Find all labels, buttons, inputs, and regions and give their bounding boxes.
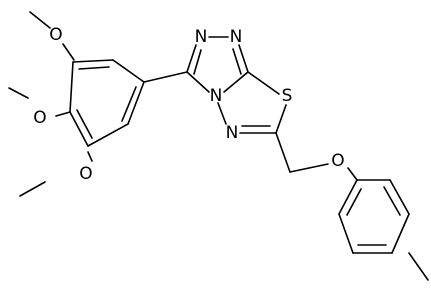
bond-phenyl-6 xyxy=(69,61,74,113)
bond-c3-n-left xyxy=(186,44,197,73)
bond-phenyl-2 xyxy=(112,59,145,83)
bond-c7a-n-bridge xyxy=(223,71,249,93)
bond-phenyl-5 xyxy=(69,111,89,147)
bond-phenyl-3-inner xyxy=(121,86,137,122)
atom-labels: O O O N N N N S O xyxy=(33,25,344,184)
bond-c7a-s xyxy=(247,71,280,95)
bond-o-top-ring xyxy=(62,43,75,61)
bond-phenyl-1 xyxy=(72,59,114,63)
bond-o-lower-ring xyxy=(87,151,93,162)
bond-c6-ch2 xyxy=(275,132,291,173)
atom-n-triazole-left: N xyxy=(195,27,208,47)
bond-c3-n-left-inner xyxy=(193,49,202,75)
bond-methyl-o-top xyxy=(29,11,51,29)
bond-tolyl-2 xyxy=(389,179,410,215)
atom-o-lower: O xyxy=(79,164,92,184)
bond-n-right-c7a xyxy=(238,44,249,73)
bond-phenyl-4 xyxy=(87,123,129,147)
bond-lines xyxy=(8,11,429,281)
bond-o-ether-tolyl xyxy=(347,167,358,181)
atom-o-ether: O xyxy=(331,151,344,171)
bond-phenyl-triazole xyxy=(143,71,188,83)
bond-methyl-o-middle xyxy=(8,87,29,99)
atom-s-thiadiazole: S xyxy=(282,86,293,106)
bond-tolyl-2-inner xyxy=(383,186,401,216)
atom-n-bridge: N xyxy=(210,86,223,106)
bond-phenyl-1-inner xyxy=(78,66,110,70)
bond-tolyl-3 xyxy=(391,213,410,254)
atom-n-thiadiazole: N xyxy=(226,123,239,143)
bond-phenyl-5-inner xyxy=(76,109,93,139)
atom-o-top: O xyxy=(49,25,62,45)
bond-n-thiadiazole-n-bridge xyxy=(217,102,227,125)
bond-phenyl-3 xyxy=(127,81,145,125)
bond-n-right-c7a-inner xyxy=(232,48,242,75)
bond-tolyl-6 xyxy=(338,179,358,215)
bond-methyl-o-lower xyxy=(19,181,46,197)
atom-o-middle: O xyxy=(33,108,46,128)
bond-tolyl-methyl xyxy=(408,252,429,281)
bond-tolyl-6-inner xyxy=(346,188,362,216)
bond-o-middle-ring xyxy=(55,111,71,117)
bond-tolyl-5 xyxy=(338,213,354,254)
bond-s-c6 xyxy=(275,104,287,134)
bond-ch2-o-ether xyxy=(289,163,329,173)
atom-n-triazole-right: N xyxy=(230,27,243,47)
bond-n-bridge-c3 xyxy=(186,71,210,93)
